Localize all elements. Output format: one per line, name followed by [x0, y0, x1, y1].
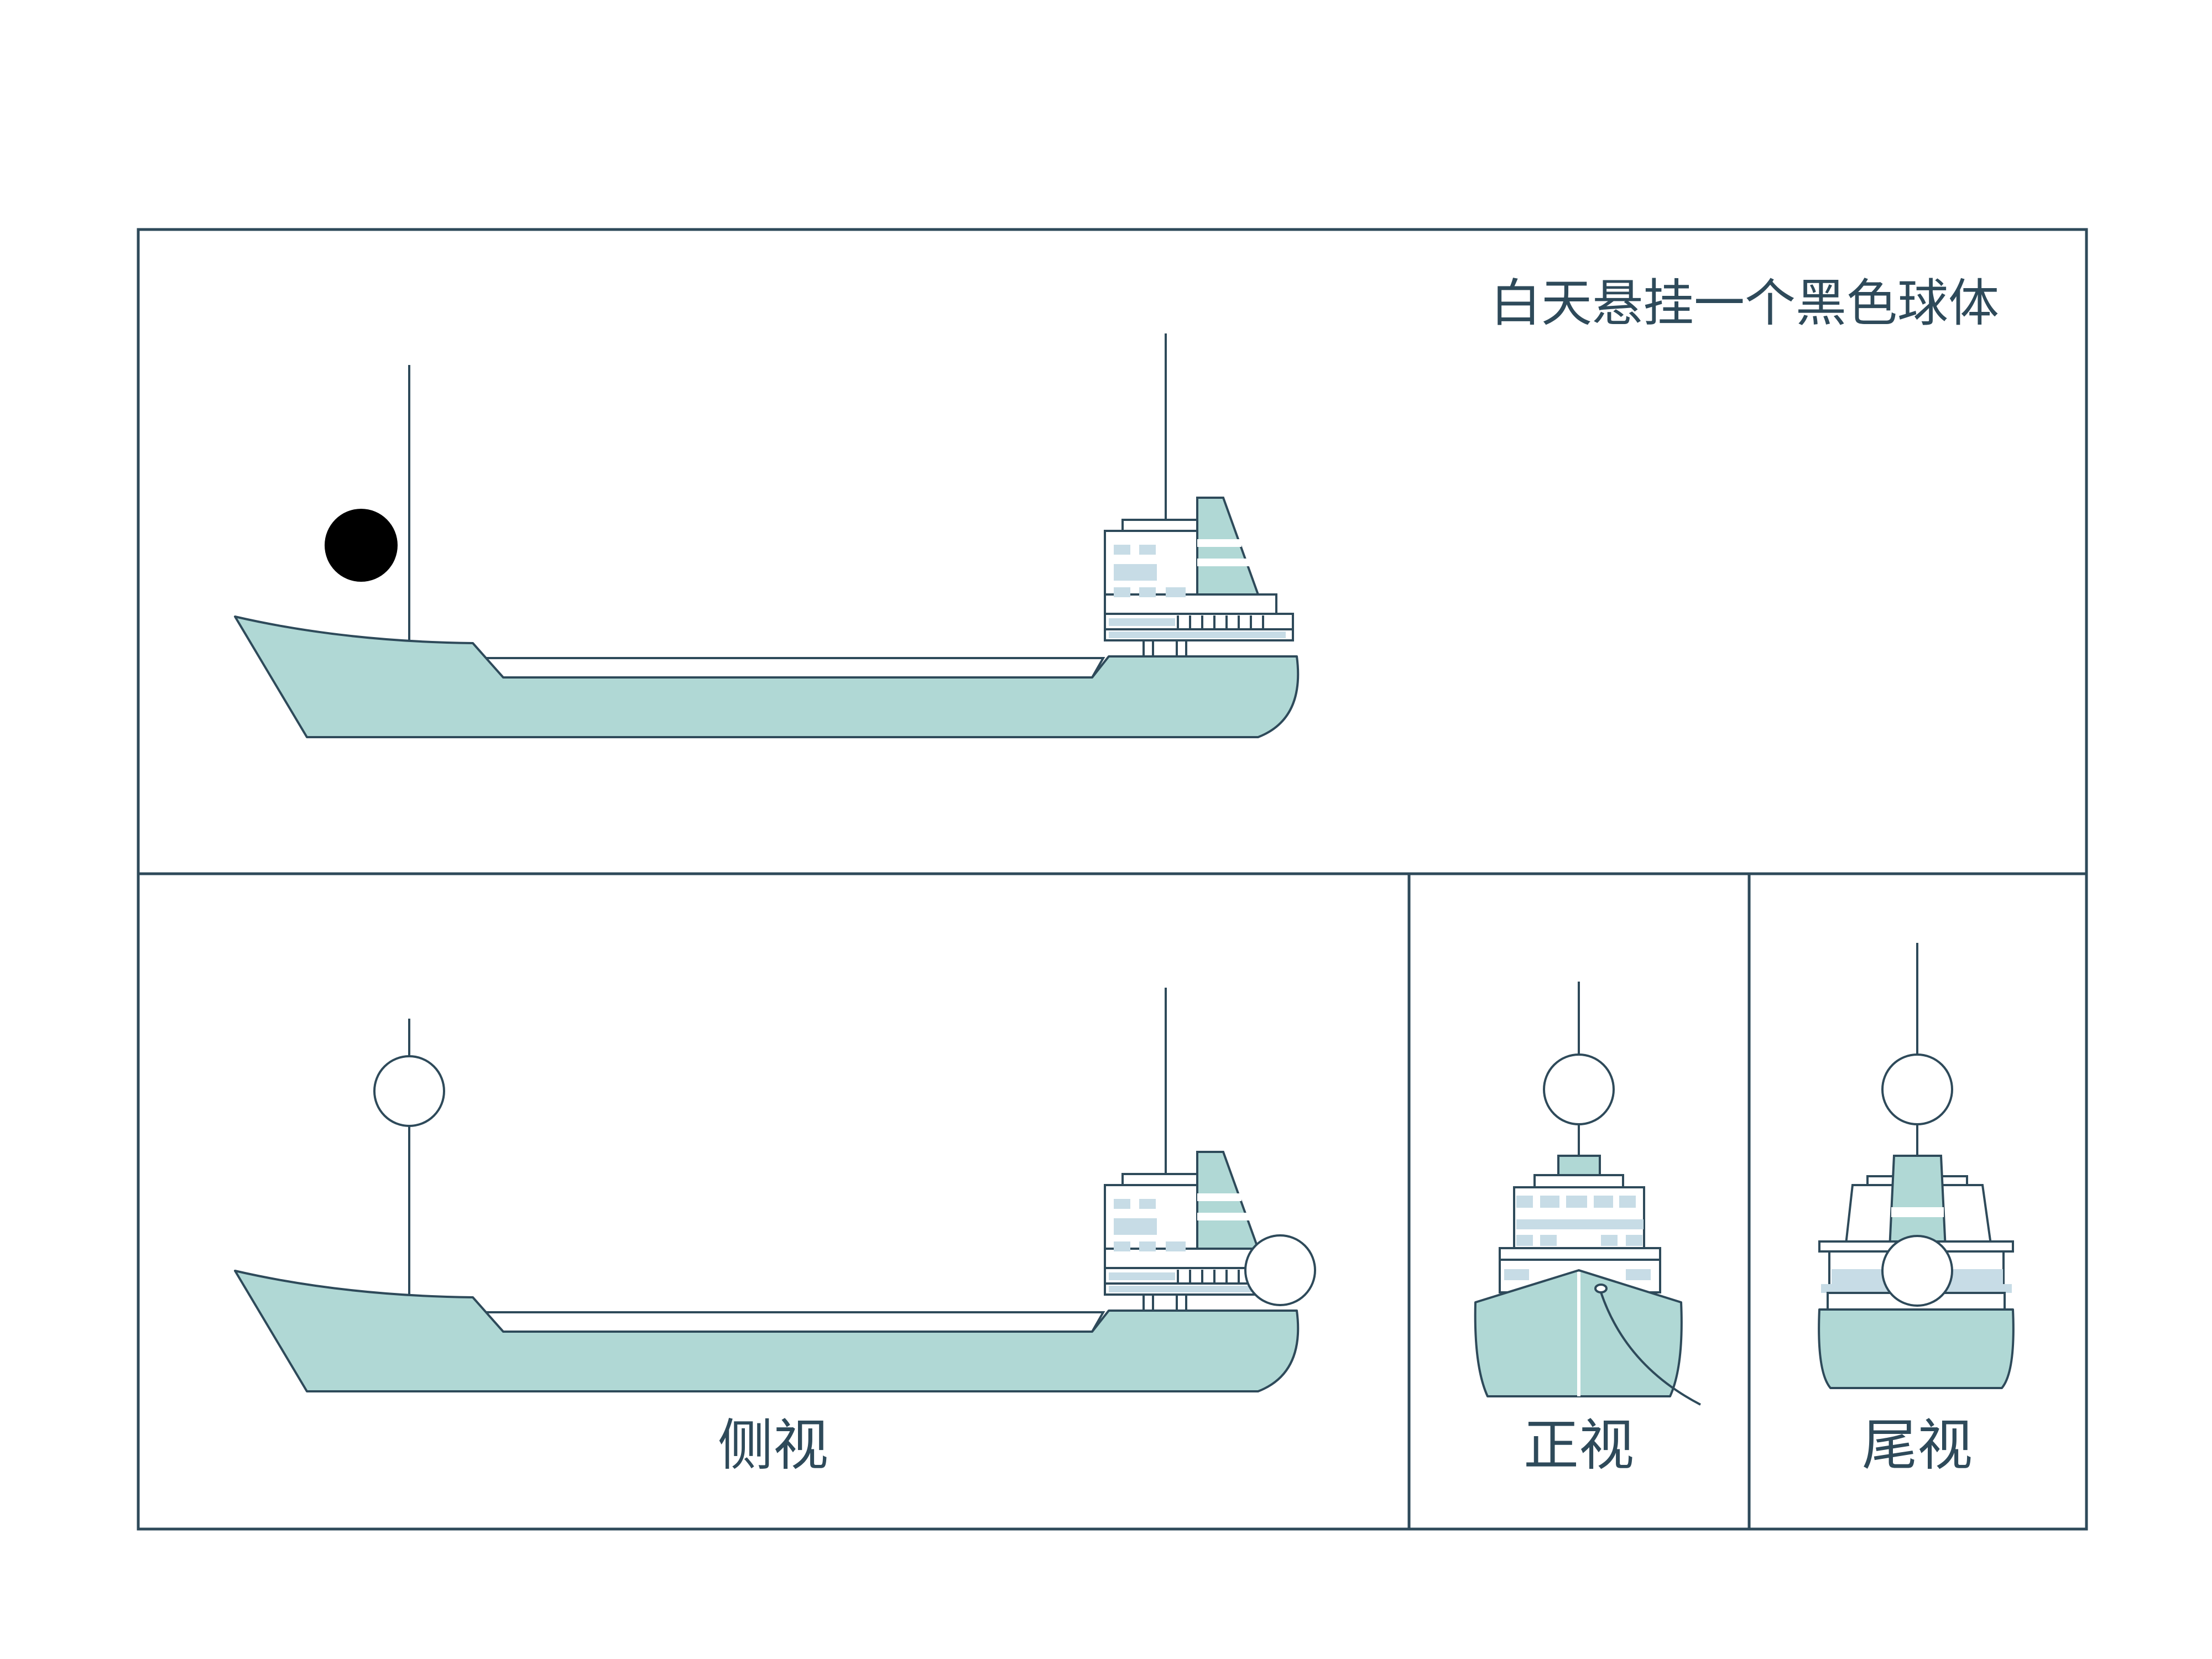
ship-side-hull-night — [234, 987, 1300, 1392]
side-view-label: 侧视 — [718, 1413, 828, 1478]
stern-anchor-light — [1244, 1234, 1316, 1306]
diagram-title: 白天悬挂一个黑色球体 — [1490, 274, 1999, 333]
side-view-lights — [373, 1019, 1316, 1306]
ship-side-view-night — [234, 987, 1300, 1392]
stern-view-anchor-light-upper — [1881, 1053, 1953, 1125]
front-view-anchor-light — [1543, 1053, 1615, 1125]
stern-view-panel-frame — [1747, 872, 2088, 1531]
ship-side-view-day — [234, 332, 1300, 738]
front-view-label: 正视 — [1524, 1413, 1634, 1478]
ship-front-view — [1474, 982, 1701, 1406]
black-ball-day-signal — [325, 509, 398, 582]
forward-anchor-light — [373, 1055, 445, 1127]
stern-view-label: 尾视 — [1862, 1413, 1973, 1478]
ship-stern-view — [1818, 943, 2015, 1389]
stern-view-anchor-light-lower — [1881, 1235, 1953, 1307]
